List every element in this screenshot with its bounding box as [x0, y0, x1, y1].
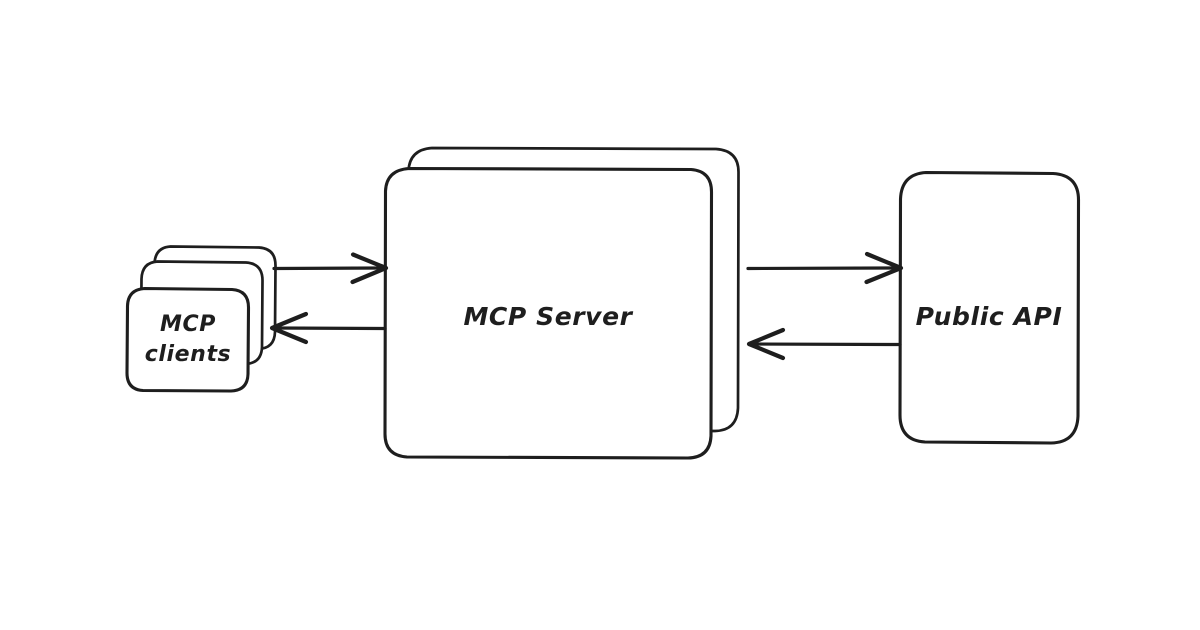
edge-server-to-api-arrowhead	[864, 251, 904, 285]
edge-clients-to-server-arrowhead	[350, 252, 389, 285]
edge-server-to-clients-line	[272, 326, 387, 331]
edge-clients-to-server[interactable]	[272, 252, 389, 285]
edge-server-to-api[interactable]	[746, 251, 904, 285]
public-api-label: Public API	[916, 302, 1063, 331]
node-mcp-clients[interactable]: MCP clients	[125, 245, 277, 393]
edge-server-to-clients[interactable]	[269, 311, 387, 345]
edge-server-to-api-line	[746, 266, 902, 271]
mcp-clients-label-line2: clients	[145, 342, 232, 367]
node-public-api[interactable]: Public API	[898, 170, 1081, 445]
public-api-box	[898, 170, 1081, 445]
edge-api-to-server[interactable]	[746, 327, 902, 361]
edge-clients-to-server-line	[272, 266, 387, 271]
mcp-server-label: MCP Server	[463, 302, 633, 331]
edge-server-to-clients-arrowhead	[269, 311, 309, 345]
mcp-clients-stack-layer-1	[125, 286, 251, 393]
edge-api-to-server-arrowhead	[746, 327, 786, 361]
mcp-clients-label-line1: MCP	[160, 312, 216, 337]
mcp-server-stack-layer-1	[383, 166, 714, 460]
edge-api-to-server-line	[748, 342, 902, 347]
node-mcp-server[interactable]: MCP Server	[383, 146, 740, 460]
